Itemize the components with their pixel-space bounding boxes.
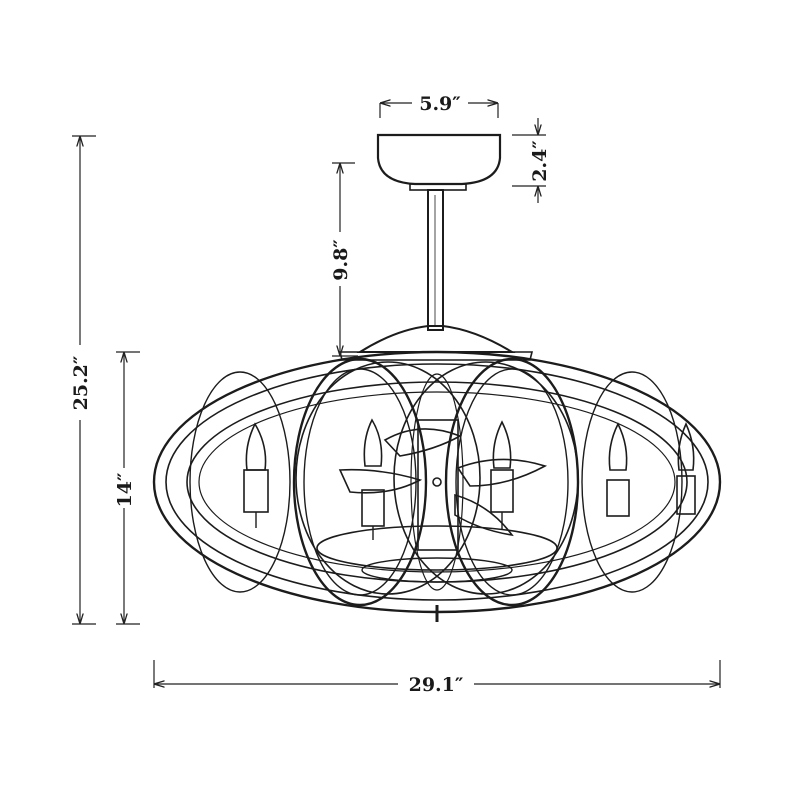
downrod-length-label: 9.8″ [330,239,352,281]
downrod [427,189,444,331]
canopy [376,133,502,191]
dimension-overall-width: 29.1″ [153,660,721,696]
candle-light-right-inner [606,422,630,517]
candle-light-left-outer [243,422,269,528]
canopy-width-label: 5.9″ [419,93,461,115]
cage-height-label: 14″ [114,472,136,507]
canopy-height-label: 2.4″ [529,140,551,182]
cage-bottom-ring [316,525,558,622]
dimension-canopy-width: 5.9″ [379,93,499,118]
fan-blades [338,419,548,551]
dimension-cage-height: 14″ [114,351,140,625]
fixture-drawing [152,133,722,622]
candle-light-left-inner [361,418,385,540]
cage-outer-hoops [152,350,722,614]
candle-light-right-outer [676,422,696,515]
overall-width-label: 29.1″ [409,674,464,696]
cage-vertical-rings [189,357,683,607]
candle-light-center [490,420,514,530]
overall-height-label: 25.2″ [70,355,92,410]
dimension-overall-height: 25.2″ [70,135,96,625]
dimension-downrod-length: 9.8″ [330,162,358,357]
dimension-canopy-height: 2.4″ [512,118,551,203]
